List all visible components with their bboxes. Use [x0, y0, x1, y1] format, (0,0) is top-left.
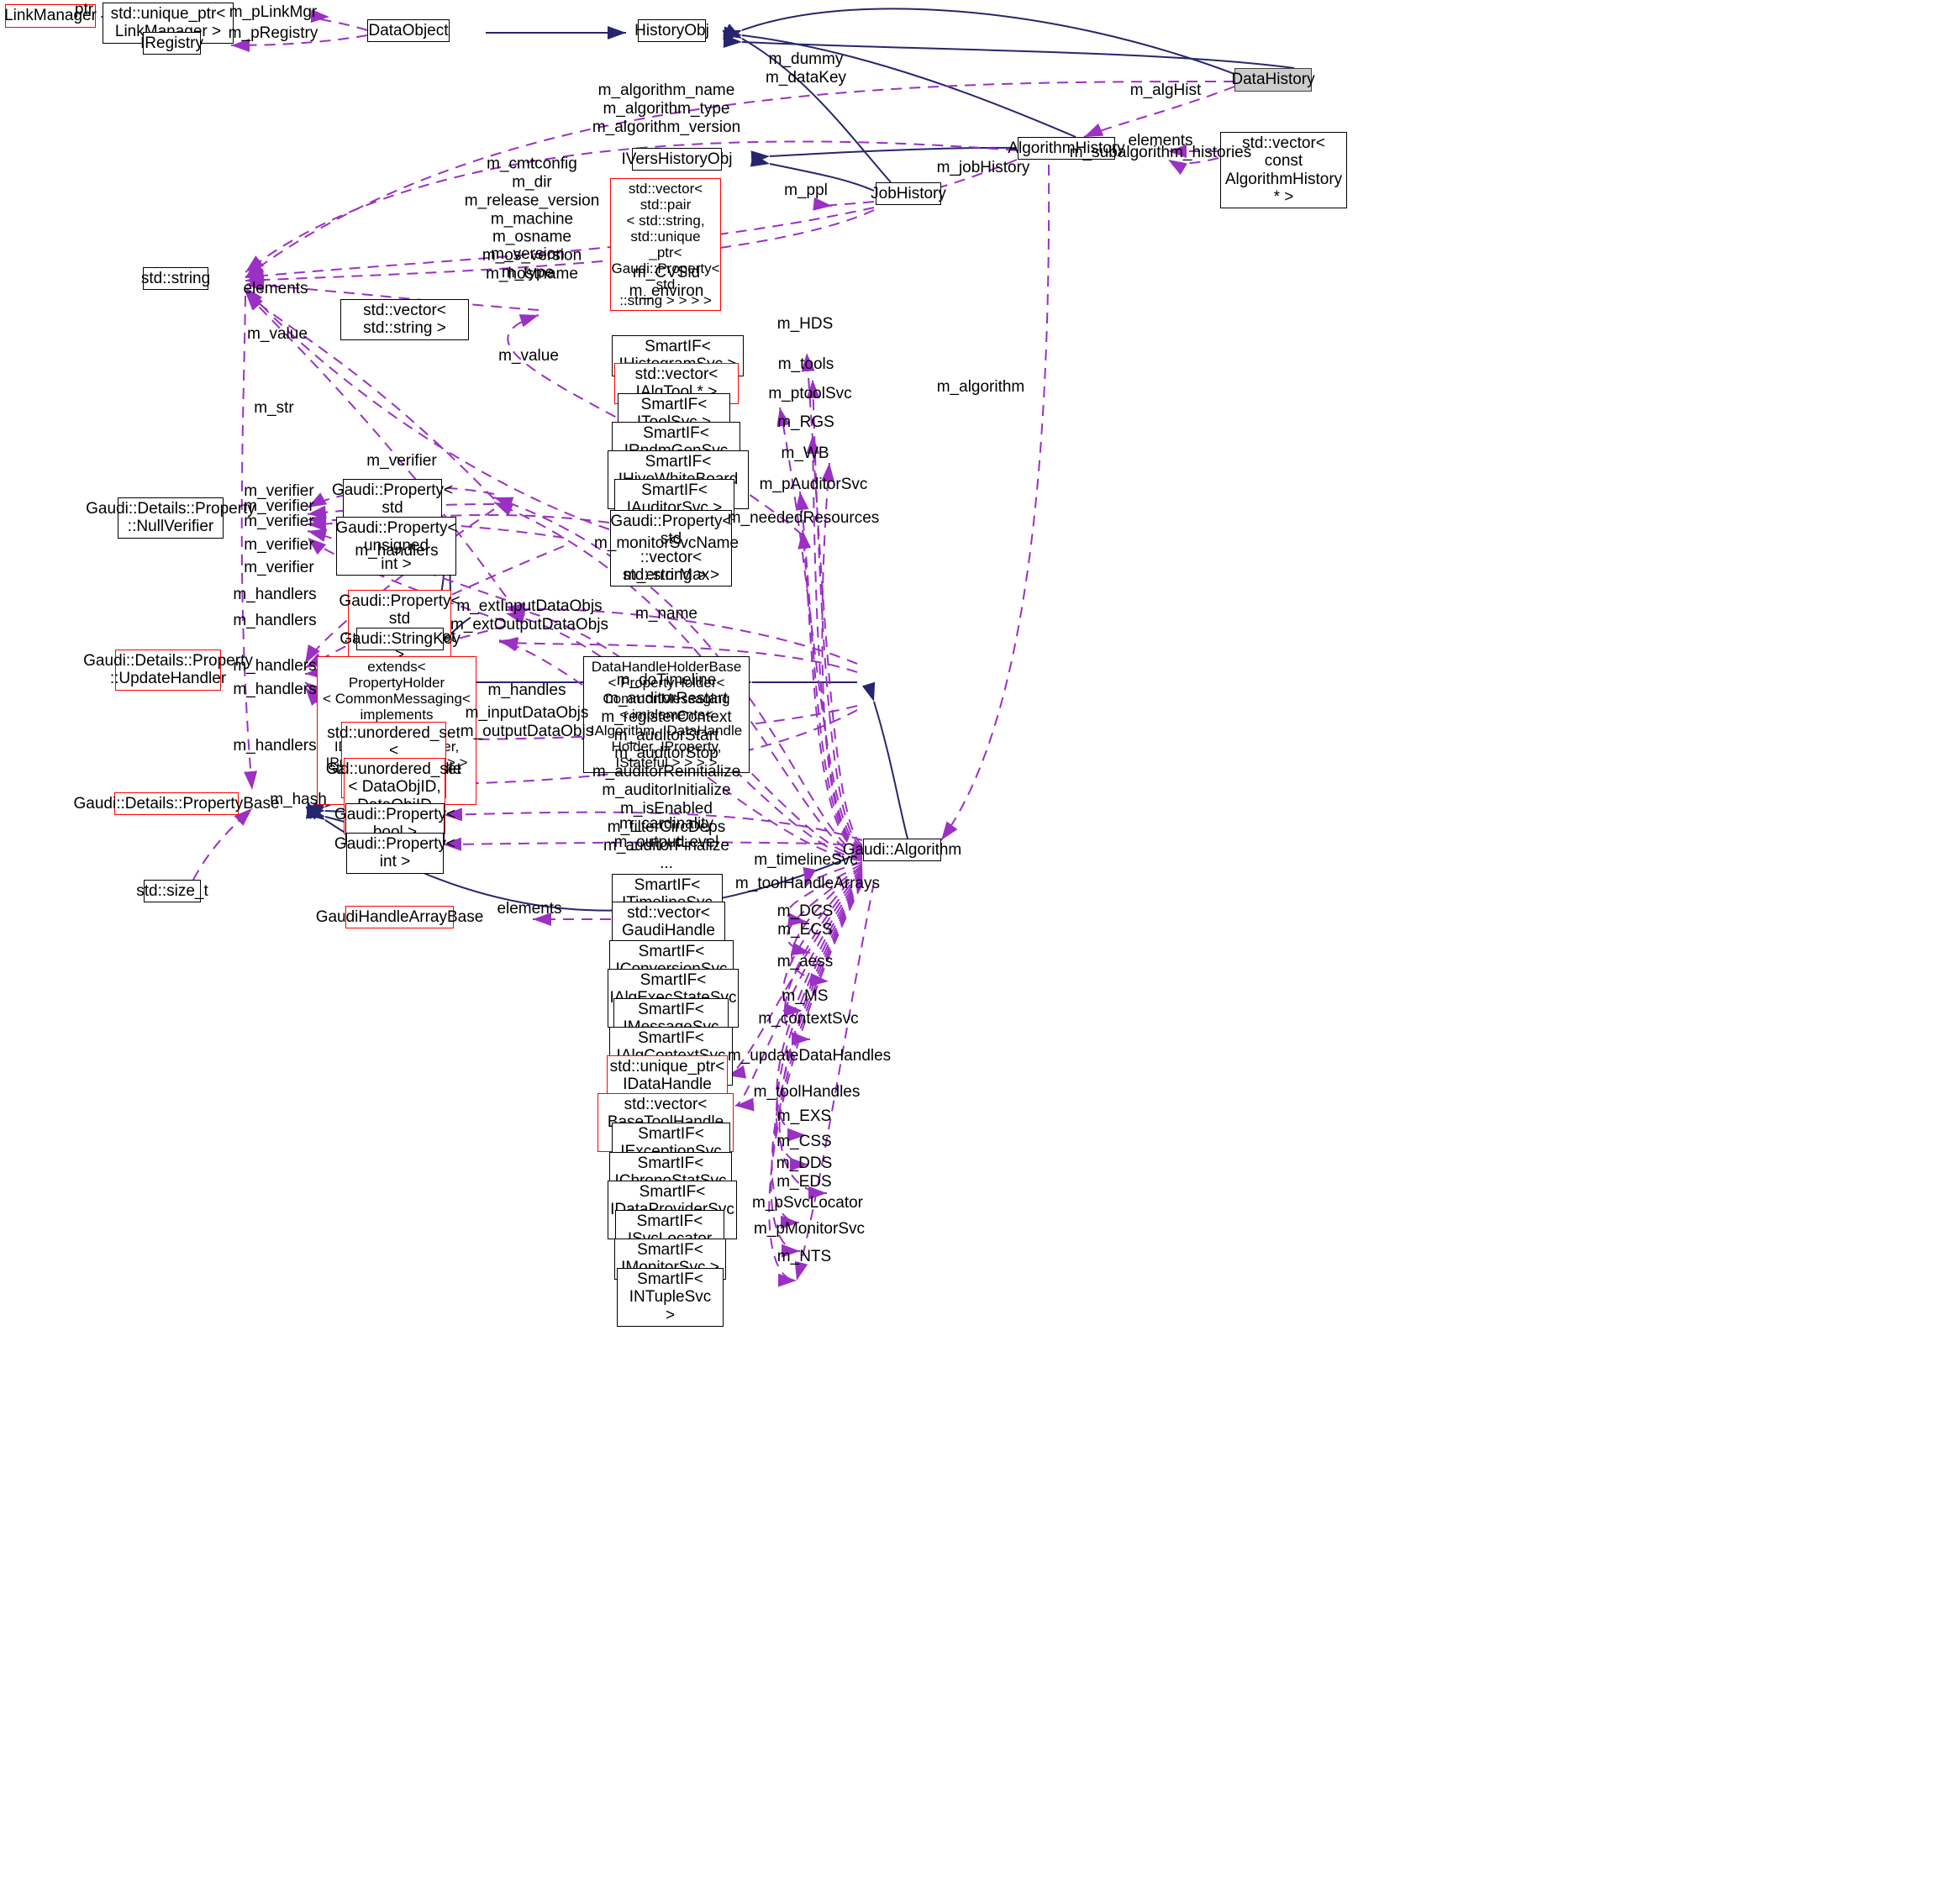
edge-label-lbl-m-subalgorithm-histories: m_subalgorithm_histories	[1069, 144, 1252, 162]
edge-label-lbl-m-contextsvc: m_contextSvc	[758, 1010, 859, 1028]
edge-label-lbl-m-ppl: m_ppl	[784, 181, 828, 200]
edge-label-lbl-m-rgs: m_RGS	[777, 413, 834, 432]
edge-label-lbl-algorithm-bool-block: m_doTimeline m_auditorRestart m_register…	[592, 671, 741, 873]
edge-label-lbl-m-value-1: m_value	[247, 325, 308, 344]
class-node-gaudi-details-property-updatehandler[interactable]: Gaudi::Details::Property ::UpdateHandler	[83, 650, 253, 691]
class-node-std-string[interactable]: std::string	[141, 267, 210, 291]
edge-label-lbl-m-aess: m_aess	[776, 953, 834, 971]
class-node-vector-const-algorithmhistory[interactable]: std::vector< const AlgorithmHistory * >	[1220, 132, 1347, 209]
class-node-gaudi-details-property-nullverifier[interactable]: Gaudi::Details::Property ::NullVerifier	[86, 497, 255, 539]
class-node-vector-string[interactable]: std::vector< std::string >	[340, 299, 469, 340]
edge-label-lbl-m-alghist: m_algHist	[1129, 82, 1202, 100]
edge-label-lbl-m-handlers-f: m_handlers	[233, 737, 317, 755]
edge-label-lbl-m-dds-eds: m_DDS m_EDS	[776, 1154, 833, 1191]
class-node-gaudi-property-unsigned-int[interactable]: Gaudi::Property< unsigned int >	[335, 517, 457, 576]
class-node-job-history[interactable]: JobHistory	[871, 182, 946, 206]
edge-label-lbl-m-dcs-ecs: m_DCS m_ECS	[776, 902, 834, 939]
class-node-vector-pair-string-uniqueptr[interactable]: std::vector< std::pair < std::string, st…	[610, 178, 721, 312]
edge-label-lbl-m-handles: m_handles	[487, 681, 566, 700]
class-node-data-object[interactable]: DataObject	[367, 19, 450, 43]
edge-label-lbl-m-errormax: m_errorMax	[623, 566, 710, 585]
class-node-datahandleholderbase[interactable]: DataHandleHolderBase < PropertyHolder< C…	[583, 656, 750, 774]
edge-label-lbl-m-exs: m_EXS	[776, 1107, 832, 1126]
edge-label-lbl-m-verifier-e: m_verifier	[244, 536, 314, 555]
edge-label-lbl-m-extinput-extoutput: m_extInputDataObjs m_extOutputDataObjs	[450, 597, 608, 634]
edge-label-lbl-cmtconfig-block: m_cmtconfig m_dir m_release_version m_ma…	[464, 155, 600, 283]
class-node-ivers-history-obj[interactable]: IVersHistoryObj	[622, 148, 733, 171]
edge-label-lbl-m-cvsid-environ: m_CVSid m_environ	[629, 264, 704, 300]
edge-label-lbl-m-pregistry: m_pRegistry	[228, 24, 318, 43]
edge-label-lbl-m-ms: m_MS	[782, 987, 829, 1006]
class-node-std-size-t[interactable]: std::size_t	[136, 880, 208, 903]
edge-label-lbl-m-verifier-b: m_verifier	[244, 482, 314, 501]
edge-label-lbl-m-input-output-dataobjs: m_inputDataObjs m_outputDataObjs	[460, 704, 594, 740]
edge-label-lbl-m-verifier-f: m_verifier	[244, 559, 314, 577]
class-node-data-history[interactable]: DataHistory	[1231, 68, 1315, 92]
edge-label-lbl-m-handlers-c: m_handlers	[233, 612, 317, 630]
edge-label-lbl-m-tools: m_tools	[777, 355, 834, 374]
edge-label-lbl-m-hash: m_hash	[270, 791, 327, 809]
edge-label-lbl-m-jobhistory: m_jobHistory	[936, 159, 1030, 177]
class-node-gaudi-property-vector-string[interactable]: Gaudi::Property< std ::vector< std::stri…	[610, 510, 732, 587]
class-node-link-manager[interactable]: LinkManager	[4, 4, 97, 28]
class-node-gaudi-stringkey[interactable]: Gaudi::StringKey	[340, 628, 461, 651]
edge-label-lbl-m-verifier-a: m_verifier	[366, 452, 437, 471]
edge-label-lbl-elements-gaudihandle: elements	[497, 900, 562, 918]
edge-label-lbl-m-verifier-c: m_verifier	[244, 497, 314, 516]
edge-label-lbl-m-version-type: m_version m_type	[491, 245, 565, 281]
edge-label-lbl-m-handlers-a: m_handlers	[355, 542, 439, 560]
edge-label-lbl-m-handlers-d: m_handlers	[233, 657, 317, 676]
edge-label-lbl-m-hds: m_HDS	[776, 315, 834, 334]
class-node-gaudi-details-propertybase[interactable]: Gaudi::Details::PropertyBase	[74, 792, 280, 816]
class-node-history-obj[interactable]: HistoryObj	[634, 19, 709, 43]
edge-label-lbl-m-name: m_name	[635, 605, 697, 623]
edge-label-lbl-m-toolhandlearrays: m_toolHandleArrays	[734, 875, 881, 893]
edge-label-lbl-m-cardinality-outputlevel: m_cardinality m_outputLevel	[613, 815, 719, 851]
edge-label-lbl-ptr: ptr	[74, 1, 94, 19]
edge-label-lbl-m-pauditorsvc: m_pAuditorSvc	[759, 476, 868, 494]
edge-label-lbl-m-handlers-b: m_handlers	[233, 586, 317, 604]
class-node-iregistry[interactable]: IRegistry	[140, 32, 203, 55]
edge-label-lbl-elements-string: elements	[243, 280, 308, 298]
class-node-gaudihandlearraybase[interactable]: GaudiHandleArrayBase	[316, 906, 483, 929]
edge-label-lbl-m-ptoolsvc: m_ptoolSvc	[768, 385, 852, 403]
edge-label-lbl-m-css: m_CSS	[776, 1133, 832, 1151]
edge-label-lbl-m-toolhandles: m_toolHandles	[753, 1083, 861, 1102]
edge-label-lbl-m-neededresources: m_neededResources	[727, 509, 880, 528]
edge-label-lbl-m-psvclocator: m_pSvcLocator	[751, 1194, 864, 1212]
edge-label-lbl-m-monitorsvcname: m_monitorSvcName	[593, 534, 740, 553]
edge-label-lbl-m-verifier-d: m_verifier	[244, 513, 314, 531]
edge-label-lbl-m-str: m_str	[254, 399, 294, 418]
class-node-smartif-intuplesvc[interactable]: SmartIF< INTupleSvc >	[617, 1268, 724, 1327]
edge-label-lbl-m-handlers-e: m_handlers	[233, 681, 317, 699]
edge-label-lbl-m-pmonitorsvc: m_pMonitorSvc	[754, 1220, 865, 1239]
edge-label-lbl-m-nts: m_NTS	[776, 1248, 832, 1266]
class-node-algorithm-history[interactable]: AlgorithmHistory	[1008, 137, 1125, 160]
edge-label-lbl-algorithm-name-type-version: m_algorithm_name m_algorithm_type m_algo…	[592, 82, 741, 136]
edge-label-lbl-m-dummy-datakey: m_dummy m_dataKey	[765, 50, 847, 87]
edge-label-lbl-m-plinkmgr: m_pLinkMgr	[229, 3, 318, 22]
edge-label-lbl-m-algorithm: m_algorithm	[936, 378, 1025, 397]
edge-label-lbl-m-updatedatahandles: m_updateDataHandles	[727, 1047, 892, 1065]
edge-label-lbl-m-value-2: m_value	[498, 347, 559, 366]
edge-label-lbl-elements-alghist: elements	[1128, 132, 1193, 150]
class-node-gaudi-property-int[interactable]: Gaudi::Property< int >	[334, 833, 455, 874]
edge-label-lbl-m-wb: m_WB	[781, 444, 829, 463]
edge-label-lbl-m-timelinesvc: m_timelineSvc	[754, 851, 858, 870]
class-node-gaudi-algorithm[interactable]: Gaudi::Algorithm	[843, 839, 961, 862]
